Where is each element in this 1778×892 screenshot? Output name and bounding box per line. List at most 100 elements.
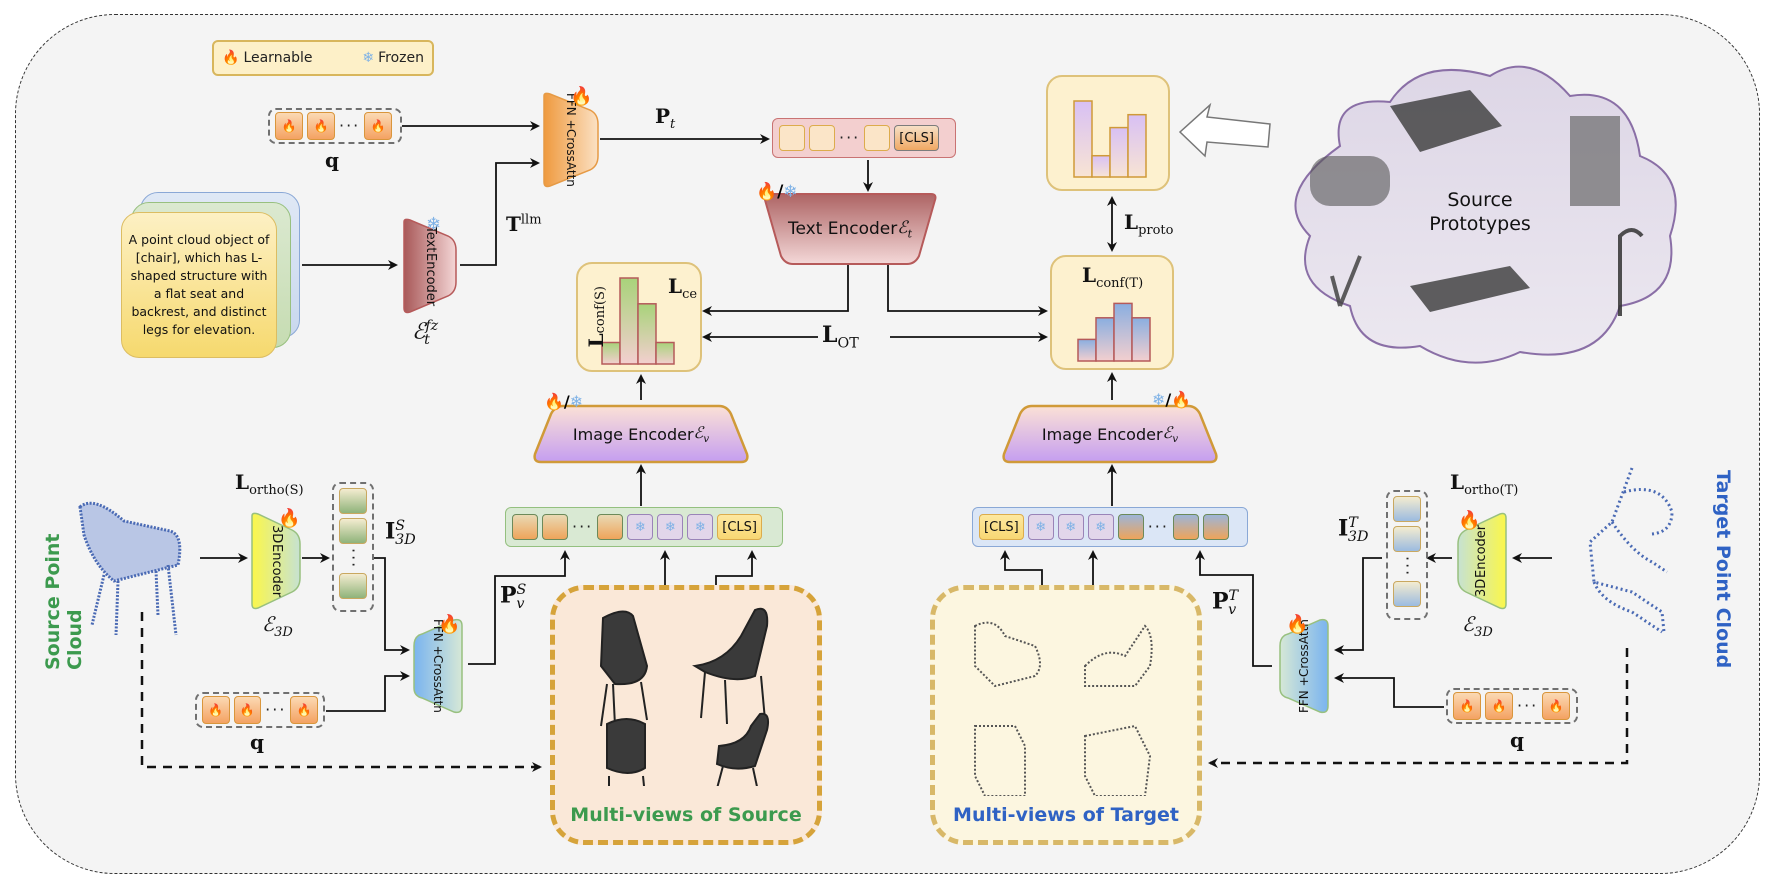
text-encoder-state: 🔥/❄ <box>756 182 798 202</box>
snowflake-icon: ❄ <box>426 214 442 235</box>
image-encoder-target-state: ❄/🔥 <box>1152 390 1191 409</box>
target-hist-box: Lconf(T) <box>1050 255 1174 370</box>
i3d-target-tokens: ··· <box>1386 490 1428 620</box>
encoder-label-2: Encoder <box>423 252 438 306</box>
fire-icon: 🔥 <box>370 119 386 133</box>
arrow-i3d-s-to-ffn <box>374 557 410 655</box>
fire-icon: 🔥 <box>1171 390 1192 409</box>
source-histogram <box>601 277 675 365</box>
text-encoder-label: Text Encoder ℰt <box>787 217 913 241</box>
visual-token <box>1172 514 1199 540</box>
visual-token-row-target: [CLS] ❄ ❄ ❄ ··· <box>972 507 1248 547</box>
text-token-row: ··· [CLS] <box>772 118 956 158</box>
feature-token <box>339 488 367 514</box>
fire-icon: 🔥 <box>544 392 564 411</box>
visual-token <box>1117 514 1144 540</box>
source-prototypes-cloud <box>1294 65 1677 364</box>
feature-token <box>1393 526 1421 552</box>
fire-icon: 🔥 <box>756 182 778 202</box>
arrow-i3d-t-to-ffn <box>1334 557 1382 655</box>
arrow-text-to-target-hist <box>887 264 1048 316</box>
histogram-bar <box>1091 154 1111 178</box>
prototype-hist-box <box>1046 75 1170 191</box>
legend-frozen: ❄ Frozen <box>362 50 424 66</box>
snowflake-icon: ❄ <box>694 519 706 535</box>
arrow-mv-s-2 <box>715 550 757 585</box>
fire-icon: 🔥 <box>313 119 329 133</box>
feature-token <box>339 573 367 600</box>
visual-token <box>597 514 624 540</box>
ffn-label-2: CrossAttn <box>564 129 578 188</box>
snowflake-icon: ❄ <box>1095 519 1107 535</box>
ellipsis: ··· <box>839 128 861 147</box>
ffn-label: FFN + <box>564 92 578 130</box>
image-encoder-label: Image Encoder ℰv <box>1041 422 1179 446</box>
pt-label: Pt <box>655 104 676 132</box>
histogram-bar <box>655 341 675 365</box>
prototype-sofa <box>1310 156 1390 206</box>
encoder-label: 3D <box>1474 578 1489 597</box>
fire-icon: 🔥 <box>1491 699 1507 713</box>
legend: 🔥 Learnable ❄ Frozen <box>212 40 434 76</box>
multiview-source-caption: Multi-views of Source <box>570 804 802 826</box>
tllm-label: Tllm <box>506 212 542 236</box>
frozen-token: ❄ <box>1087 514 1114 540</box>
visual-token <box>1202 514 1229 540</box>
i3d-source-label: IS3D <box>385 518 416 548</box>
query-token: 🔥 <box>290 696 318 724</box>
snowflake-icon: ❄ <box>664 519 676 535</box>
multiview-target-renders <box>974 621 1153 796</box>
prototype-plant <box>1330 255 1362 307</box>
fire-icon: 🔥 <box>208 703 224 717</box>
text-encoder: Text Encoder ℰt <box>763 192 937 266</box>
snowflake-icon: ❄ <box>569 392 584 411</box>
query-label-source: q <box>250 730 264 754</box>
prototype-histogram <box>1073 100 1147 178</box>
ellipsis: ··· <box>344 548 363 570</box>
histogram-bar <box>1109 126 1129 178</box>
ffn-crossattn-source: FFN +CrossAttn 🔥 <box>410 614 466 714</box>
encoder-label-2: Encoder <box>269 543 284 597</box>
ellipsis: ··· <box>1398 556 1417 578</box>
target-point-cloud <box>1588 467 1674 634</box>
slash: / <box>563 392 570 411</box>
legend-frozen-label: Frozen <box>378 50 424 66</box>
arrow-mv-t-1 <box>1000 550 1043 585</box>
loss-conf-source: Lconf(S) <box>584 286 608 348</box>
multiview-target: Multi-views of Target <box>930 585 1202 845</box>
visual-token <box>512 514 538 540</box>
ffn-label: FFN + <box>431 618 445 656</box>
histogram-bar <box>1095 317 1115 362</box>
image-encoder-label: Image Encoder ℰv <box>572 422 710 446</box>
snowflake-icon: ❄ <box>1035 519 1047 535</box>
histogram-bar <box>1127 113 1147 178</box>
feature-token <box>1393 581 1421 608</box>
prototypes-label-line2: Prototypes <box>1429 213 1531 235</box>
feature-token <box>339 518 367 544</box>
query-token: 🔥 <box>364 112 393 140</box>
multiview-source: Multi-views of Source <box>550 585 822 845</box>
query-tokens-top: 🔥 🔥 ··· 🔥 <box>268 108 402 144</box>
query-token: 🔥 <box>233 696 262 724</box>
histogram-bar <box>1073 100 1093 178</box>
prototype-wardrobe <box>1570 116 1620 206</box>
encoder-label-2: Encoder <box>1474 525 1489 579</box>
legend-learnable-label: Learnable <box>243 50 313 66</box>
histogram-bar <box>1077 338 1097 362</box>
encoder-label: Text <box>423 226 438 253</box>
ellipsis: ··· <box>1147 517 1169 536</box>
visual-token <box>542 514 568 540</box>
text-token <box>809 125 835 151</box>
fire-icon: 🔥 <box>1458 510 1481 531</box>
source-hist-box: Lce Lconf(S) <box>576 262 702 372</box>
query-token: 🔥 <box>202 696 230 724</box>
ffn-crossattn-target: FFN +CrossAttn 🔥 <box>1276 614 1332 714</box>
fire-icon: 🔥 <box>222 50 240 66</box>
frozen-token: ❄ <box>657 514 684 540</box>
i3d-target-label: IT3D <box>1338 515 1369 545</box>
query-tokens-source: 🔥 🔥 ··· 🔥 <box>195 692 325 728</box>
source-point-cloud <box>78 501 182 636</box>
